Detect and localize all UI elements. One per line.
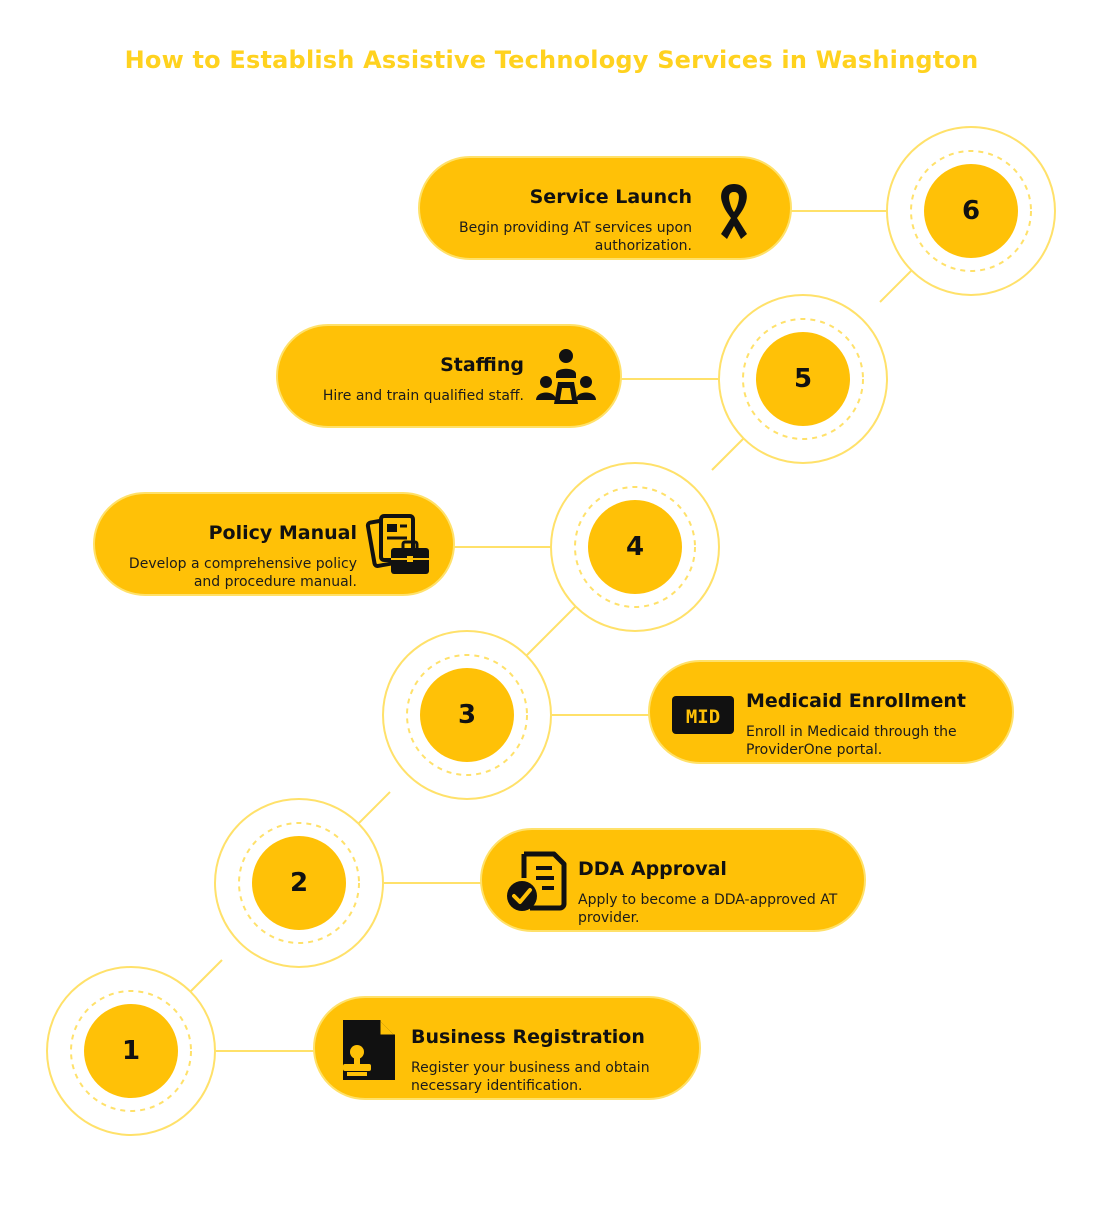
documents-briefcase-icon — [365, 512, 433, 580]
ribbon-icon — [700, 176, 768, 244]
step-description: Develop a comprehensive policy and proce… — [128, 556, 357, 590]
step-title: Medicaid Enrollment — [746, 690, 966, 712]
step-card-medicaid-enrollment: MID Medicaid Enrollment Enroll in Medica… — [648, 660, 1014, 764]
page-title: How to Establish Assistive Technology Se… — [124, 46, 979, 74]
step-title: Service Launch — [529, 186, 692, 208]
step-3-number: 3 — [420, 668, 514, 762]
step-card-policy-manual: Policy Manual Develop a comprehensive po… — [93, 492, 455, 596]
team-meeting-icon — [532, 344, 600, 412]
step-description: Enroll in Medicaid through the ProviderO… — [746, 724, 957, 758]
mid-card-icon: MID — [670, 680, 738, 748]
step-6-number: 6 — [924, 164, 1018, 258]
step-card-dda-approval: DDA Approval Apply to become a DDA-appro… — [480, 828, 866, 932]
step-card-service-launch: Service Launch Begin providing AT servic… — [418, 156, 792, 260]
step-1-number: 1 — [84, 1004, 178, 1098]
step-description: Register your business and obtain necess… — [411, 1060, 650, 1094]
step-title: Policy Manual — [208, 522, 357, 544]
stamp-document-icon — [335, 1016, 403, 1084]
step-card-staffing: Staffing Hire and train qualified staff. — [276, 324, 622, 428]
step-description: Hire and train qualified staff. — [322, 388, 524, 404]
step-5-number: 5 — [756, 332, 850, 426]
mid-card-text: MID — [686, 706, 720, 728]
step-4-number: 4 — [588, 500, 682, 594]
step-title: DDA Approval — [578, 858, 727, 880]
step-title: Business Registration — [411, 1026, 645, 1048]
approved-document-icon — [502, 848, 570, 916]
step-description: Begin providing AT services upon authori… — [459, 220, 692, 254]
step-card-business-registration: Business Registration Register your busi… — [313, 996, 701, 1100]
step-description: Apply to become a DDA-approved AT provid… — [578, 892, 838, 926]
step-2-number: 2 — [252, 836, 346, 930]
step-title: Staffing — [440, 354, 524, 376]
